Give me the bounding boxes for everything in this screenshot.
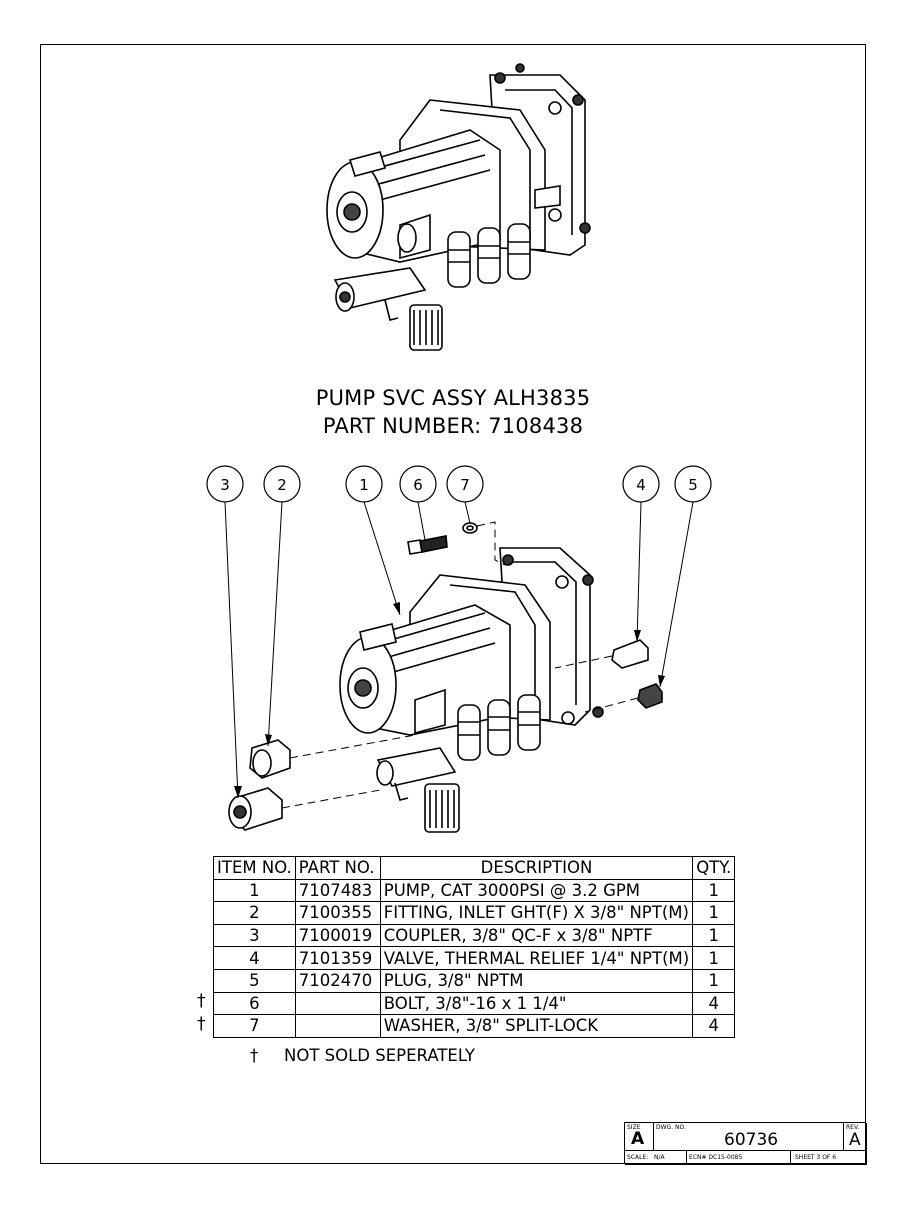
assembly-title: PUMP SVC ASSY ALH3835 — [315, 386, 591, 410]
sheet-cell: SHEET 3 OF 6 — [791, 1151, 867, 1165]
item-no: 4 — [213, 946, 296, 970]
header-qty: QTY. — [692, 856, 736, 880]
table-row: 7 WASHER, 3/8" SPLIT-LOCK 4 — [213, 1014, 736, 1038]
description: BOLT, 3/8"-16 x 1 1/4" — [379, 991, 694, 1016]
table-row: 6 BOLT, 3/8"-16 x 1 1/4" 4 — [213, 991, 736, 1016]
size-value: A — [631, 1129, 645, 1149]
part-no: 7107483 — [294, 878, 381, 903]
dwg-no-value: 60736 — [724, 1130, 779, 1150]
dwg-no-cell: DWG. NO. 60736 — [654, 1123, 844, 1151]
title-block: SIZE A DWG. NO. 60736 REV. A SCALE: N/A … — [624, 1122, 867, 1165]
part-no: 7102470 — [294, 968, 381, 993]
ecn-cell: ECN# DC15-0085 — [687, 1151, 791, 1165]
item-no: 6 — [213, 991, 296, 1016]
svg-text:6: 6 — [413, 476, 423, 494]
part-no: 7100355 — [294, 901, 381, 925]
rev-value: A — [849, 1130, 861, 1150]
svg-text:4: 4 — [636, 476, 646, 494]
qty: 1 — [692, 946, 736, 970]
header-part-no: PART NO. — [294, 856, 381, 880]
balloon-1: 1 — [345, 465, 383, 503]
size-label: SIZE — [627, 1124, 641, 1131]
ecn-value: ECN# DC15-0085 — [689, 1154, 743, 1161]
balloon-2: 2 — [263, 465, 301, 503]
table-row: 1 7107483 PUMP, CAT 3000PSI @ 3.2 GPM 1 — [213, 878, 736, 903]
table-row: 4 7101359 VALVE, THERMAL RELIEF 1/4" NPT… — [213, 946, 736, 970]
table-row: 2 7100355 FITTING, INLET GHT(F) X 3/8" N… — [213, 901, 736, 925]
svg-text:7: 7 — [460, 476, 470, 494]
rev-label: REV. — [846, 1124, 860, 1131]
pump-exploded-view — [228, 522, 663, 833]
header-item-no: ITEM NO. — [213, 856, 296, 880]
qty: 1 — [692, 901, 736, 925]
pump-top-view — [326, 63, 591, 351]
svg-text:1: 1 — [359, 476, 369, 494]
part-no: 7101359 — [294, 946, 381, 970]
table-row: 3 7100019 COUPLER, 3/8" QC-F x 3/8" NPTF… — [213, 923, 736, 948]
balloon-4: 4 — [622, 465, 660, 503]
balloon-5: 5 — [674, 465, 712, 503]
description: COUPLER, 3/8" QC-F x 3/8" NPTF — [379, 923, 694, 948]
size-cell: SIZE A — [625, 1123, 654, 1151]
dagger-mark-item-7: † — [197, 1014, 206, 1034]
item-no: 5 — [213, 968, 296, 993]
balloon-leaders — [224, 501, 694, 799]
qty: 4 — [692, 1014, 736, 1038]
dagger-mark-item-6: † — [197, 991, 206, 1011]
qty: 1 — [692, 878, 736, 903]
qty: 1 — [692, 968, 736, 993]
svg-text:2: 2 — [277, 476, 287, 494]
header-description: DESCRIPTION — [379, 856, 694, 880]
qty: 1 — [692, 923, 736, 948]
note-text: NOT SOLD SEPERATELY — [284, 1046, 475, 1065]
part-no — [294, 1014, 381, 1038]
item-no: 7 — [213, 1014, 296, 1038]
part-number-title: PART NUMBER: 7108438 — [322, 414, 584, 438]
drawing-border — [40, 44, 866, 1164]
note-symbol: † — [250, 1046, 259, 1065]
rev-cell: REV. A — [844, 1123, 867, 1151]
description: FITTING, INLET GHT(F) X 3/8" NPT(M) — [379, 901, 694, 925]
balloon-3: 3 — [206, 465, 244, 503]
item-no: 3 — [213, 923, 296, 948]
description: VALVE, THERMAL RELIEF 1/4" NPT(M) — [379, 946, 694, 970]
svg-text:3: 3 — [220, 476, 230, 494]
assembly-paths — [281, 521, 639, 809]
sheet-value: SHEET 3 OF 6 — [795, 1154, 837, 1161]
description: PLUG, 3/8" NPTM — [379, 968, 694, 993]
svg-text:5: 5 — [688, 476, 698, 494]
table-row: 5 7102470 PLUG, 3/8" NPTM 1 — [213, 968, 736, 993]
description: WASHER, 3/8" SPLIT-LOCK — [379, 1014, 694, 1038]
balloon-7: 7 — [446, 465, 484, 503]
bom-header-row: ITEM NO. PART NO. DESCRIPTION QTY. — [213, 856, 736, 880]
part-no — [294, 991, 381, 1016]
item-no: 1 — [213, 878, 296, 903]
part-no: 7100019 — [294, 923, 381, 948]
item-no: 2 — [213, 901, 296, 925]
dwg-no-label: DWG. NO. — [656, 1124, 686, 1131]
scale-value: SCALE: N/A — [627, 1154, 665, 1161]
bill-of-materials: ITEM NO. PART NO. DESCRIPTION QTY. 1 710… — [213, 856, 736, 1038]
leader-arrowheads — [234, 602, 665, 798]
qty: 4 — [692, 991, 736, 1016]
scale-cell: SCALE: N/A — [625, 1151, 687, 1165]
description: PUMP, CAT 3000PSI @ 3.2 GPM — [379, 878, 694, 903]
balloon-6: 6 — [399, 465, 437, 503]
